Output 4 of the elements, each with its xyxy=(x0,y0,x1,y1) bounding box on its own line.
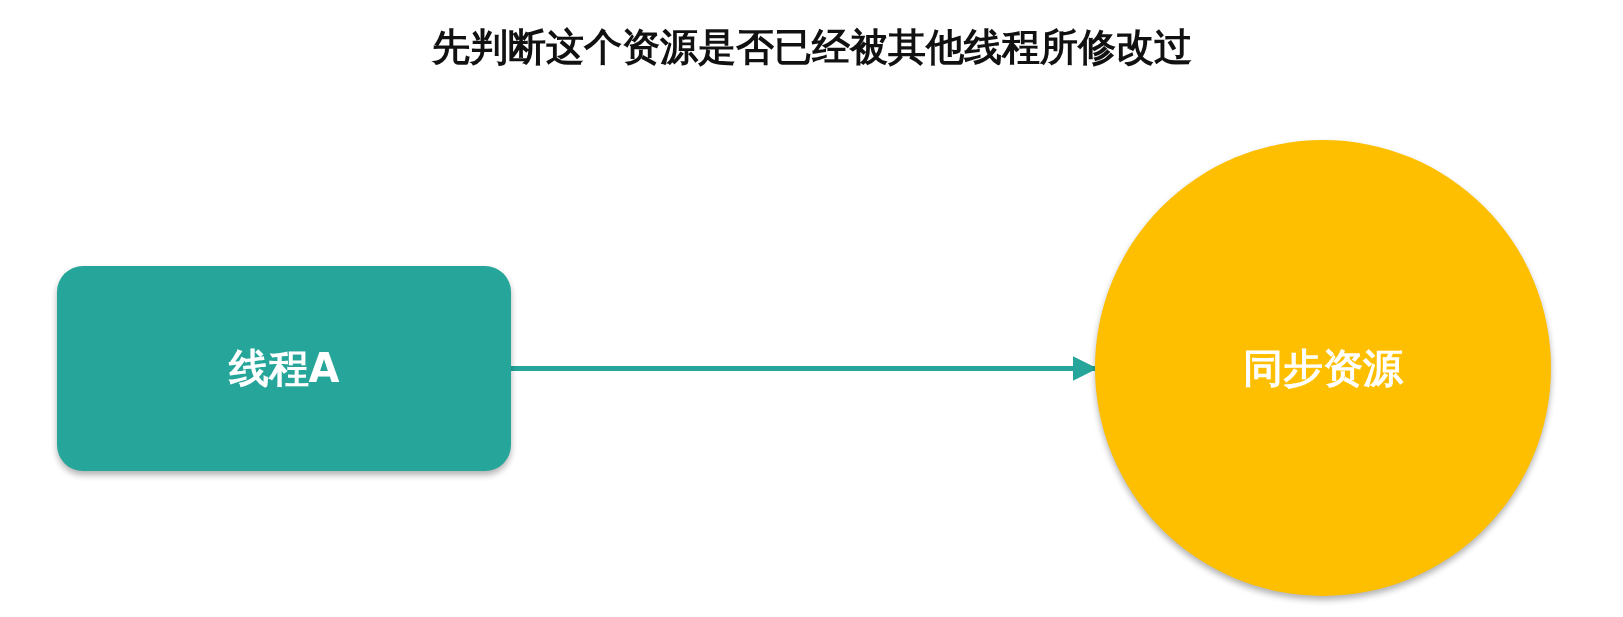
diagram-title: 先判断这个资源是否已经被其他线程所修改过 xyxy=(430,24,1193,71)
node-label: 同步资源 xyxy=(1243,343,1403,393)
thread-box xyxy=(57,266,511,471)
node-label: 线程A xyxy=(228,344,340,393)
